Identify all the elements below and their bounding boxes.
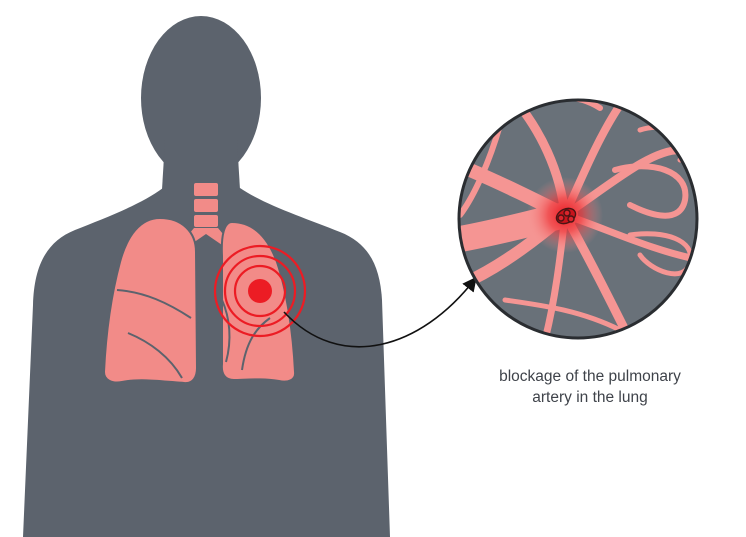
magnified-artery-circle xyxy=(455,97,700,340)
caption-line-2: artery in the lung xyxy=(455,387,725,408)
trachea-ring xyxy=(194,215,218,227)
clot-cell xyxy=(568,216,574,222)
trachea-ring xyxy=(194,199,218,212)
torso-shape xyxy=(23,188,390,537)
caption-line-1: blockage of the pulmonary xyxy=(455,366,725,387)
clot-cell xyxy=(564,210,570,216)
blockage-dot xyxy=(248,279,272,303)
caption: blockage of the pulmonary artery in the … xyxy=(455,366,725,408)
clot-cell xyxy=(558,215,564,221)
trachea-ring xyxy=(194,183,218,196)
body-silhouette xyxy=(23,16,390,537)
